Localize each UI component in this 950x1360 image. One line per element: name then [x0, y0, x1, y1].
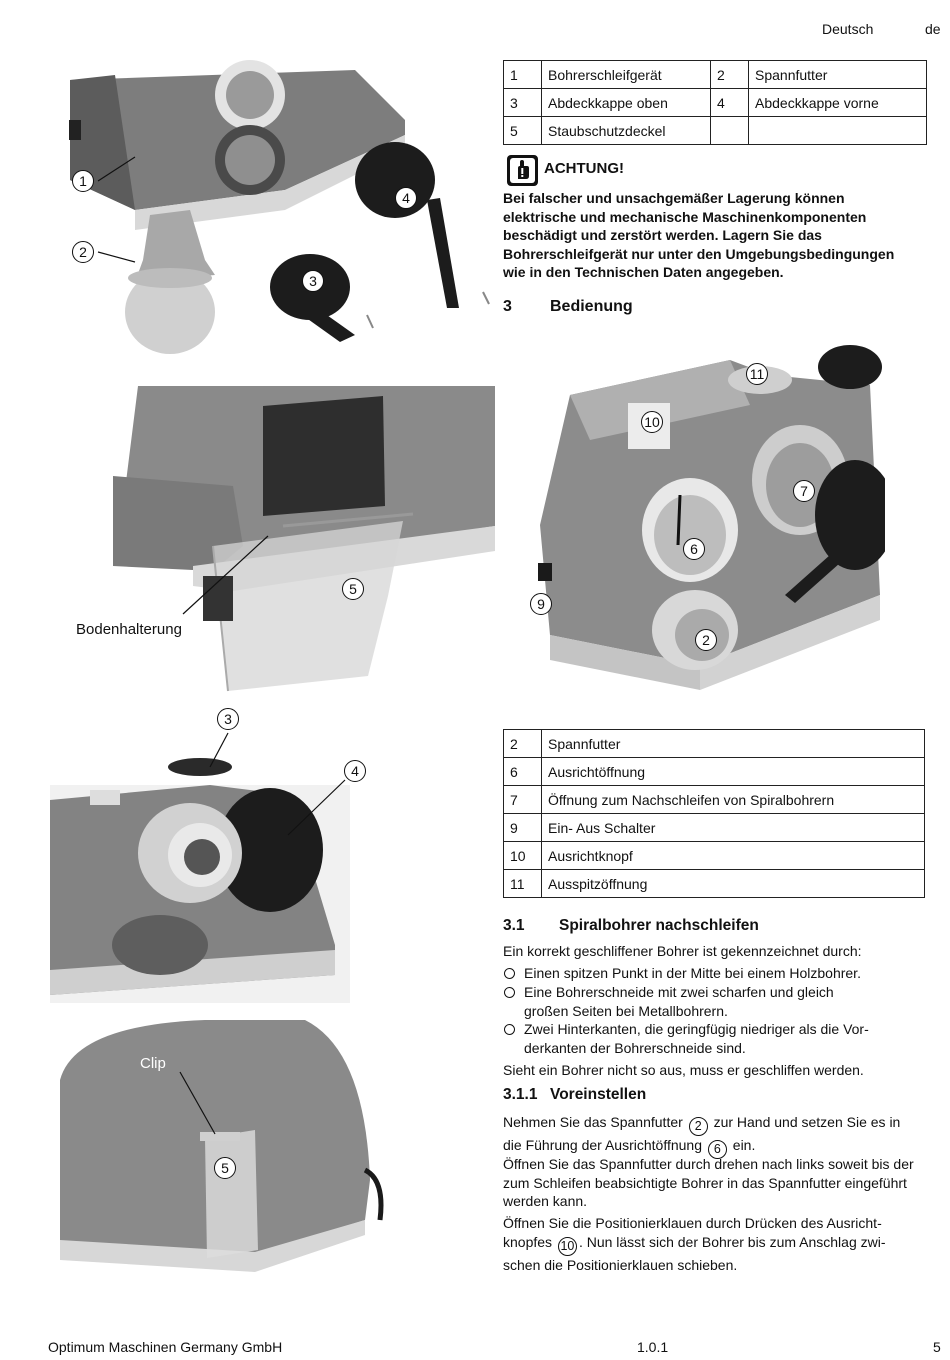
- section-3-1-intro: Ein korrekt geschliffener Bohrer ist gek…: [503, 943, 862, 959]
- callout-4: 4: [395, 187, 417, 209]
- warning-title: ACHTUNG!: [544, 160, 624, 177]
- table-row: 3 Abdeckkappe oben 4 Abdeckkappe vorne: [503, 88, 927, 117]
- section-3-title: Bedienung: [550, 298, 633, 315]
- warning-text: Bei falscher und unsachgemäßer Lagerung …: [503, 190, 895, 280]
- figure-clip: [55, 1020, 395, 1272]
- figure-parts-overview: [55, 60, 495, 370]
- section-3-number: 3: [503, 298, 512, 315]
- list-item: Zwei Hinterkanten, die geringfügig niedr…: [503, 1020, 923, 1057]
- ref-callout-2: 2: [688, 1117, 708, 1136]
- callout-3-lower: 3: [217, 708, 239, 730]
- paragraph-positioning-claws: Öffnen Sie die Positionierklauen durch D…: [503, 1215, 886, 1273]
- paragraph-spannfutter: Nehmen Sie das Spannfutter 2 zur Hand un…: [503, 1113, 943, 1159]
- callout-3: 3: [302, 270, 324, 292]
- footer-version: 1.0.1: [637, 1339, 669, 1355]
- section-3-1-title: Spiralbohrer nachschleifen: [559, 917, 759, 934]
- callout-5: 5: [342, 578, 364, 600]
- list-item: Eine Bohrerschneide mit zwei scharfen un…: [503, 983, 923, 1020]
- footer-page-number: 5: [933, 1339, 941, 1355]
- figure-front-cap: [50, 705, 350, 1003]
- label-clip: Clip: [140, 1055, 166, 1072]
- section-3-1-1-number: 3.1.1: [503, 1086, 538, 1103]
- list-item: Einen spitzen Punkt in der Mitte bei ein…: [503, 964, 923, 983]
- callout-4-lower: 4: [344, 760, 366, 782]
- callout-2: 2: [72, 241, 94, 263]
- label-bodenhalterung: Bodenhalterung: [76, 621, 182, 638]
- ref-callout-6: 6: [707, 1140, 727, 1159]
- section-3-1-closing: Sieht ein Bohrer nicht so aus, muss er g…: [503, 1062, 864, 1078]
- ref-callout-10: 10: [557, 1236, 577, 1256]
- callout-6: 6: [683, 538, 705, 560]
- section-3-1-1-title: Voreinstellen: [550, 1086, 647, 1103]
- callout-11: 11: [746, 363, 768, 385]
- table-row: 1 Bohrerschleifgerät 2 Spannfutter: [503, 60, 927, 89]
- paragraph-open-chuck: Öffnen Sie das Spannfutter durch drehen …: [503, 1156, 914, 1209]
- callout-9: 9: [530, 593, 552, 615]
- section-3-1-number: 3.1: [503, 917, 525, 934]
- callout-5-lower: 5: [214, 1157, 236, 1179]
- header-lang-code: de: [925, 21, 941, 37]
- callout-7: 7: [793, 480, 815, 502]
- table-row: 5 Staubschutzdeckel: [503, 116, 927, 145]
- figure-dust-cover: [113, 386, 495, 694]
- footer-company: Optimum Maschinen Germany GmbH: [48, 1339, 283, 1355]
- warning-hand-icon: [507, 155, 538, 186]
- header-language: Deutsch: [822, 21, 874, 37]
- parts-table-top: 1 Bohrerschleifgerät 2 Spannfutter 3 Abd…: [503, 60, 927, 145]
- callout-1: 1: [72, 170, 94, 192]
- callout-2-front: 2: [695, 629, 717, 651]
- callout-10: 10: [641, 411, 663, 433]
